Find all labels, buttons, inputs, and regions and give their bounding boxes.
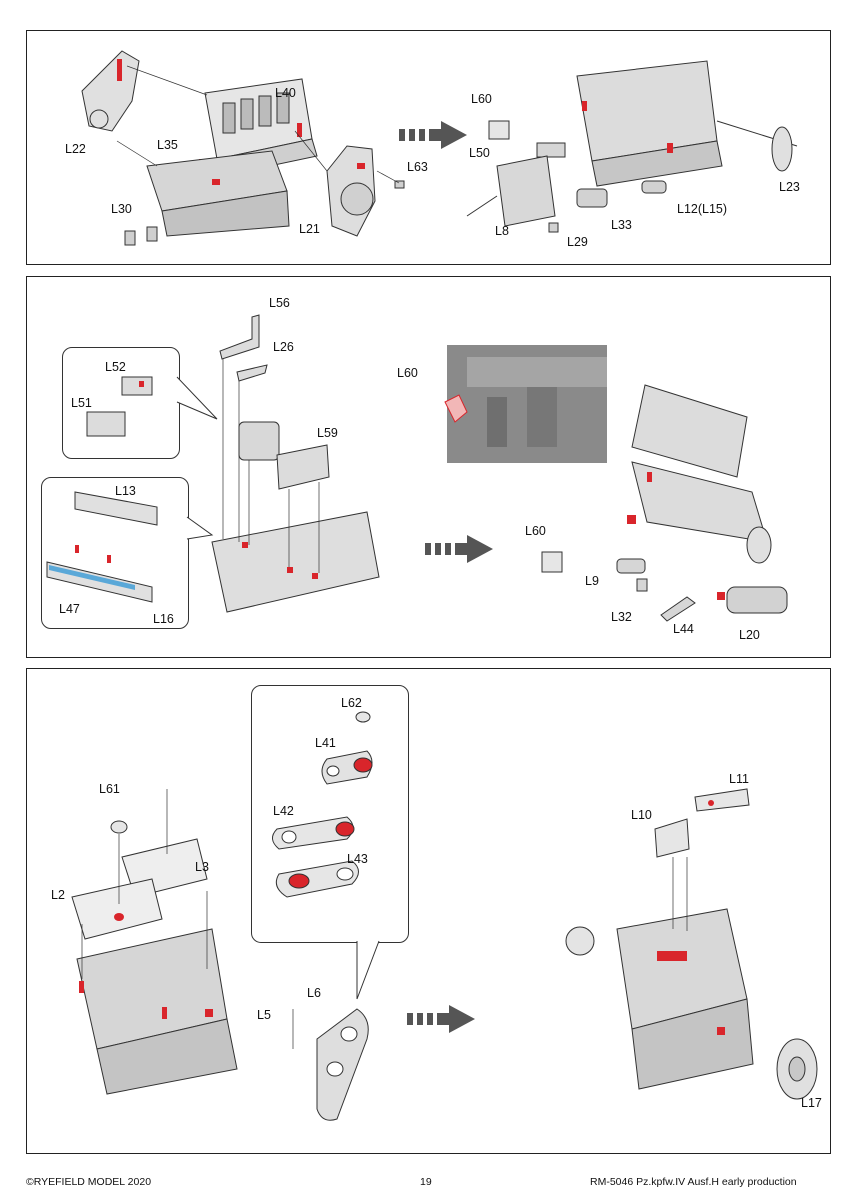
label-l2: L2 <box>51 888 65 902</box>
label-l29: L29 <box>567 235 588 249</box>
label-l42: L42 <box>273 804 294 818</box>
engine-block-l40 <box>199 78 318 177</box>
assembled-engine-2 <box>627 384 772 564</box>
belt-l43 <box>275 860 359 898</box>
direction-arrow-1 <box>399 121 467 149</box>
product-title: RM-5046 Pz.kpfw.IV Ausf.H early producti… <box>590 1176 797 1188</box>
detail-callout-l52 <box>62 347 180 459</box>
part-l32 <box>636 578 648 592</box>
panel-2-drawing <box>46 314 788 622</box>
label-l59: L59 <box>317 426 338 440</box>
label-l47: L47 <box>59 602 80 616</box>
step-panel-1: L40 L22 L35 L30 L21 L63 L60 L50 L8 L29 L… <box>26 30 831 265</box>
leader-lines-2 <box>222 359 320 573</box>
leader-lines-4 <box>672 857 688 931</box>
assembled-engine-1 <box>576 60 798 187</box>
step-panel-2: L56 L26 L52 L51 L59 L13 L47 L16 L60 L60 … <box>26 276 831 658</box>
label-l16: L16 <box>153 612 174 626</box>
page-number: 19 <box>420 1176 432 1188</box>
manifold-l59 <box>276 444 330 490</box>
label-l11: L11 <box>729 772 749 786</box>
label-l21: L21 <box>299 222 320 236</box>
panel-1-drawing <box>81 50 798 246</box>
pipe-l44 <box>660 596 696 622</box>
callout-pointer-2 <box>186 516 214 540</box>
label-l51: L51 <box>71 396 92 410</box>
label-l61: L61 <box>99 782 120 796</box>
label-l12: L12(L15) <box>677 202 728 216</box>
direction-arrow-2 <box>425 535 493 563</box>
label-l63: L63 <box>407 160 428 174</box>
label-l44: L44 <box>673 622 694 636</box>
label-l32: L32 <box>611 610 632 624</box>
callout-pointer-1 <box>176 376 218 420</box>
label-l13: L13 <box>115 484 136 498</box>
bracket-l10-l11 <box>654 788 750 858</box>
starter-l20 <box>717 586 788 614</box>
leader-lines-3 <box>81 789 294 1049</box>
part-l29 <box>548 222 559 233</box>
engine-assembly-3 <box>76 928 238 1095</box>
part-l52-l51 <box>86 376 153 437</box>
parts-l30 <box>124 226 158 246</box>
leader-lines-1 <box>116 65 400 184</box>
head-assembly-2 <box>211 511 380 613</box>
flywheel-l17 <box>776 1038 818 1100</box>
step-panel-3: L62 L41 L42 L43 L61 L3 L2 L5 L6 L11 L10 … <box>26 668 831 1154</box>
radiator-l8 <box>466 155 556 227</box>
cover-l2 <box>71 878 163 940</box>
label-l6: L6 <box>307 986 321 1000</box>
label-l20: L20 <box>739 628 760 642</box>
belt-l42 <box>272 816 355 850</box>
label-l10: L10 <box>631 808 652 822</box>
engine-assembly-4 <box>565 908 754 1090</box>
label-l33: L33 <box>611 218 632 232</box>
label-l5: L5 <box>257 1008 271 1022</box>
label-l52: L52 <box>105 360 126 374</box>
part-l12 <box>641 180 667 194</box>
washer-l62 <box>355 711 371 723</box>
label-l62: L62 <box>341 696 362 710</box>
label-l17: L17 <box>801 1096 822 1110</box>
label-l60-c: L60 <box>525 524 546 538</box>
label-l8: L8 <box>495 224 509 238</box>
label-l56: L56 <box>269 296 290 310</box>
direction-arrow-3 <box>407 1005 475 1033</box>
detail-callout-belt <box>251 685 409 943</box>
part-l33 <box>576 188 608 208</box>
pump-assembly <box>238 421 280 461</box>
part-l63 <box>394 180 405 189</box>
part-l13-l47 <box>46 491 158 603</box>
label-l3: L3 <box>195 860 209 874</box>
panel-3-drawing <box>71 711 818 1121</box>
label-l43: L43 <box>347 852 368 866</box>
label-l50: L50 <box>469 146 490 160</box>
part-l60-2 <box>541 551 563 573</box>
pipe-l26 <box>236 364 268 382</box>
label-l60-b: L60 <box>397 366 418 380</box>
label-l40: L40 <box>275 86 296 100</box>
pulley-l41 <box>321 750 373 785</box>
reference-photo <box>444 345 607 463</box>
label-l60-a: L60 <box>471 92 492 106</box>
crankcase-l35 <box>146 150 290 237</box>
bracket-l6 <box>316 1008 369 1121</box>
label-l22: L22 <box>65 142 86 156</box>
copyright: ©RYEFIELD MODEL 2020 <box>26 1176 152 1188</box>
timing-cover-l22 <box>81 50 140 132</box>
gear-housing-l21 <box>326 145 376 237</box>
callout-pointer-3 <box>356 940 380 1000</box>
part-l60-1 <box>488 120 510 140</box>
label-l23: L23 <box>779 180 800 194</box>
part-l9 <box>616 558 646 574</box>
label-l26: L26 <box>273 340 294 354</box>
label-l41: L41 <box>315 736 336 750</box>
label-l30: L30 <box>111 202 132 216</box>
label-l35: L35 <box>157 138 178 152</box>
label-l9: L9 <box>585 574 599 588</box>
part-l61 <box>110 820 128 834</box>
pipe-l56 <box>219 314 260 360</box>
part-l50 <box>536 142 566 158</box>
